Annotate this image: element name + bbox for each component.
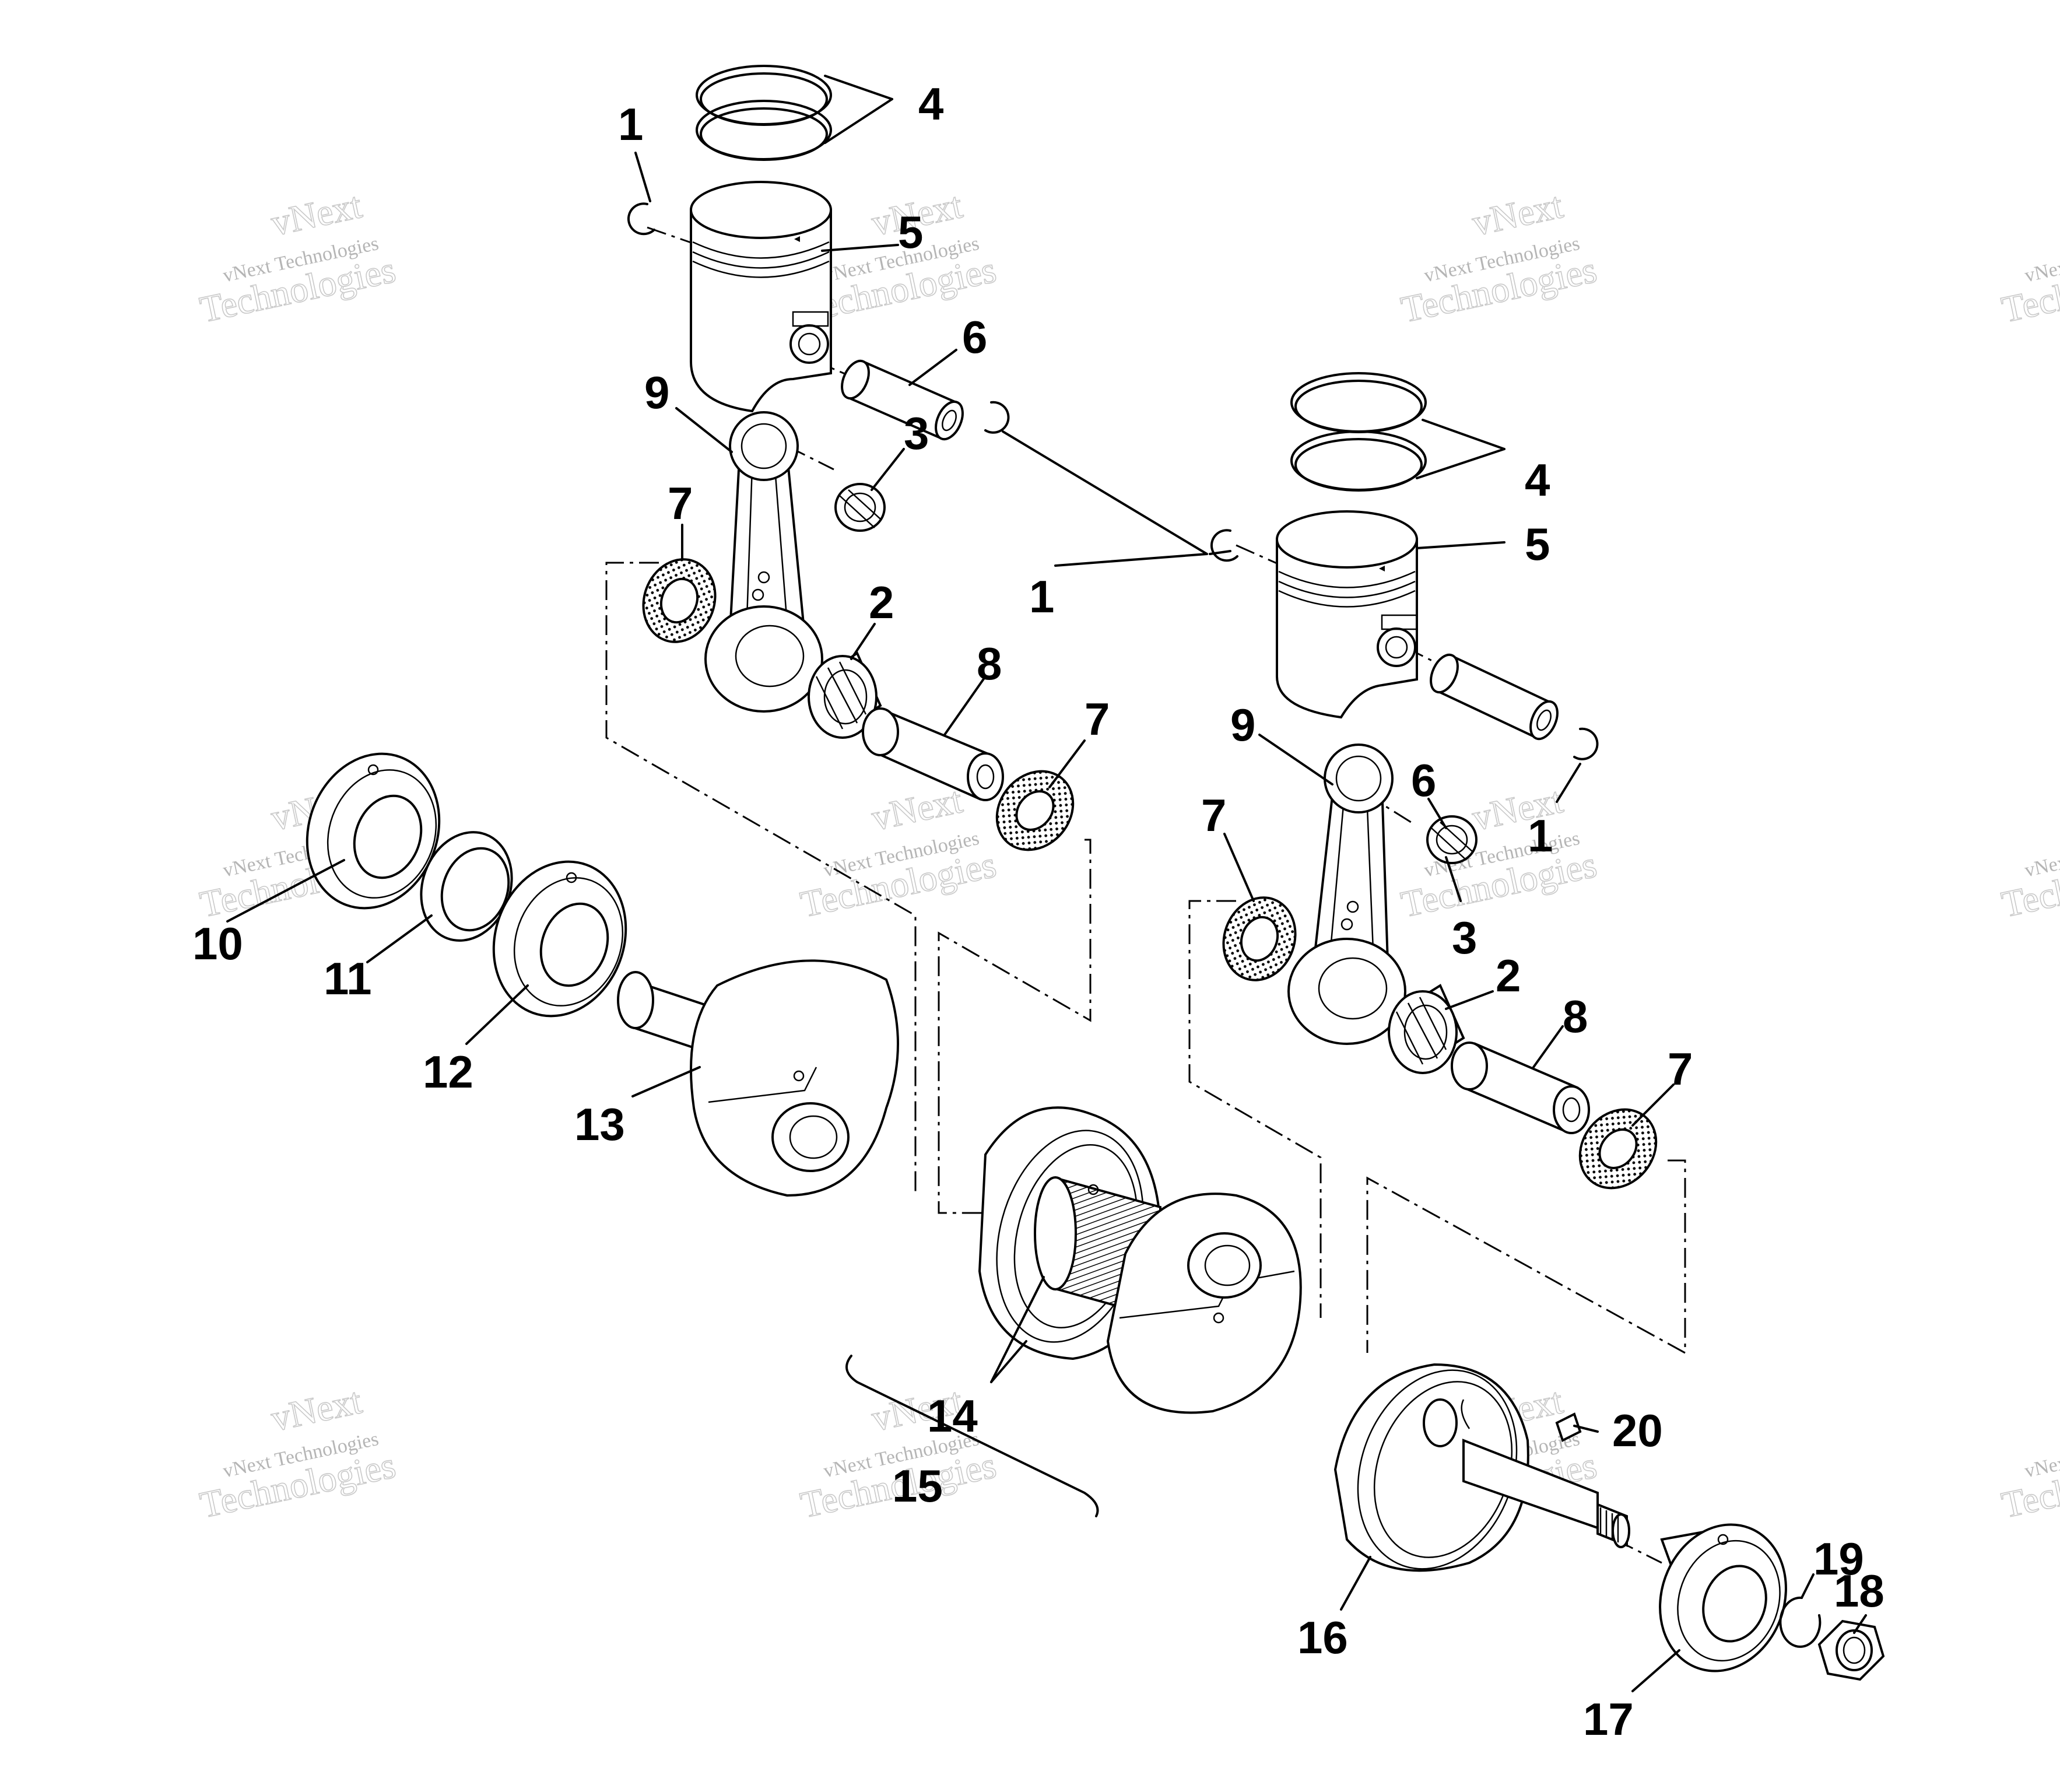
- needle-bearing-large-icon: [808, 651, 882, 739]
- dashed-bracket-left-rod: [605, 562, 917, 1195]
- watermark: vNext vNext Technologies Technologies: [196, 1379, 399, 1526]
- crankshaft-center-icon: [978, 1106, 1302, 1414]
- callout-19: 19: [1813, 1533, 1864, 1584]
- circlip-icon: [1210, 529, 1238, 562]
- piston-ring-icon: [700, 72, 828, 126]
- watermark: vNext vNext Technologies Technologies: [1397, 184, 1601, 331]
- callout-16: 16: [1297, 1612, 1348, 1663]
- callout-1: 1: [1528, 810, 1553, 861]
- thrust-washer-icon: [1222, 896, 1297, 981]
- callout-7: 7: [1668, 1043, 1693, 1095]
- piston-pin-icon: [1430, 653, 1559, 741]
- callout-14: 14: [927, 1390, 978, 1442]
- callout-2: 2: [1496, 950, 1521, 1001]
- callout-7: 7: [1201, 790, 1226, 841]
- callout-15: 15: [892, 1460, 943, 1512]
- piston-ring-icon: [1294, 380, 1423, 433]
- lock-washer-icon: [1779, 1596, 1822, 1648]
- callout-5: 5: [898, 206, 923, 258]
- left-main-bearings: [306, 752, 627, 1018]
- callout-6: 6: [962, 311, 987, 363]
- needle-bearing-small-icon: [834, 483, 886, 532]
- assembly-bracket-15: [845, 1355, 1099, 1517]
- thrust-washer-icon: [995, 770, 1075, 851]
- piston-icon: [690, 181, 832, 413]
- connecting-rod-b: [1222, 744, 1658, 1190]
- thrust-washer-icon: [1578, 1108, 1658, 1190]
- needle-bearing-small-icon: [1426, 815, 1478, 864]
- callout-6: 6: [1411, 755, 1436, 806]
- piston-ring-icon: [1294, 438, 1423, 492]
- piston-assembly-b: [1210, 372, 1599, 760]
- watermark: vNext vNext Technologies Technologies: [1998, 233, 2060, 331]
- callout-11: 11: [324, 953, 371, 1004]
- callout-5: 5: [1525, 518, 1550, 570]
- callout-13: 13: [574, 1099, 625, 1150]
- piston-ring-icon: [700, 107, 828, 161]
- callout-4: 4: [1525, 454, 1550, 506]
- callout-8: 8: [977, 638, 1002, 689]
- watermark: vNext vNext Technologies Technologies: [1998, 827, 2060, 925]
- callout-18: 18: [1834, 1565, 1884, 1616]
- callout-1: 1: [618, 99, 643, 150]
- callout-8: 8: [1563, 991, 1588, 1042]
- callout-17: 17: [1583, 1693, 1634, 1745]
- needle-bearing-large-icon: [1388, 984, 1465, 1074]
- callout-3: 3: [904, 408, 929, 459]
- watermark: vNext vNext Technologies Technologies: [796, 184, 1000, 331]
- piston-pin-icon: [841, 359, 964, 441]
- callout-7: 7: [668, 478, 693, 529]
- dashed-bracket-right-rod: [1188, 900, 1322, 1318]
- callout-labels: 1 4 5 6 9 3 7 2 8 7 4 5 1 9 6 1 7 3 2 8 …: [192, 78, 1884, 1745]
- piston-assembly-a: [627, 65, 1010, 441]
- crankshaft-right-half-icon: [1333, 1363, 1630, 1572]
- circlip-icon: [1573, 727, 1599, 760]
- watermark-line2: vNext: [268, 184, 366, 244]
- spacer-ring-icon: [420, 831, 513, 942]
- callout-20: 20: [1612, 1405, 1663, 1456]
- ball-bearing-icon: [1659, 1523, 1787, 1672]
- callout-12: 12: [423, 1046, 473, 1097]
- callout-1: 1: [1029, 571, 1054, 622]
- callout-10: 10: [192, 918, 243, 969]
- callout-7: 7: [1085, 693, 1110, 745]
- crank-pin-icon: [862, 707, 1004, 801]
- ball-bearing-icon: [306, 752, 441, 910]
- thrust-washer-icon: [642, 558, 717, 643]
- watermark: vNext vNext Technologies Technologies: [196, 184, 399, 331]
- crank-pin-icon: [1451, 1041, 1590, 1134]
- dashed-axis-pistonA: [647, 226, 724, 255]
- circlip-icon: [627, 202, 655, 236]
- connecting-rod-icon: [704, 411, 823, 713]
- callout-9: 9: [644, 367, 669, 418]
- connecting-rod-icon: [1287, 744, 1406, 1045]
- watermark-line2: vNext: [1469, 184, 1567, 244]
- watermark-line2: vNext: [268, 1380, 366, 1439]
- callout-2: 2: [869, 577, 894, 628]
- right-end-parts: [1659, 1523, 1885, 1681]
- piston-icon: [1276, 510, 1418, 719]
- dashed-bracket-left-center: [938, 839, 1092, 1214]
- leader-lines: [226, 75, 1867, 1692]
- watermark: vNext vNext Technologies Technologies: [796, 778, 1000, 925]
- watermark: vNext vNext Technologies Technologies: [1998, 1428, 2060, 1526]
- crankshaft-left-half-icon: [617, 959, 899, 1197]
- roller-bearing-icon: [492, 860, 627, 1018]
- watermark-line2: vNext: [868, 779, 966, 839]
- nut-icon: [1817, 1619, 1885, 1681]
- callout-4: 4: [918, 78, 943, 129]
- callout-9: 9: [1230, 699, 1255, 751]
- dashed-bracket-right-lower: [1366, 1159, 1686, 1355]
- callout-3: 3: [1452, 912, 1477, 963]
- circlip-icon: [984, 401, 1010, 434]
- connecting-rod-a: [642, 411, 1075, 851]
